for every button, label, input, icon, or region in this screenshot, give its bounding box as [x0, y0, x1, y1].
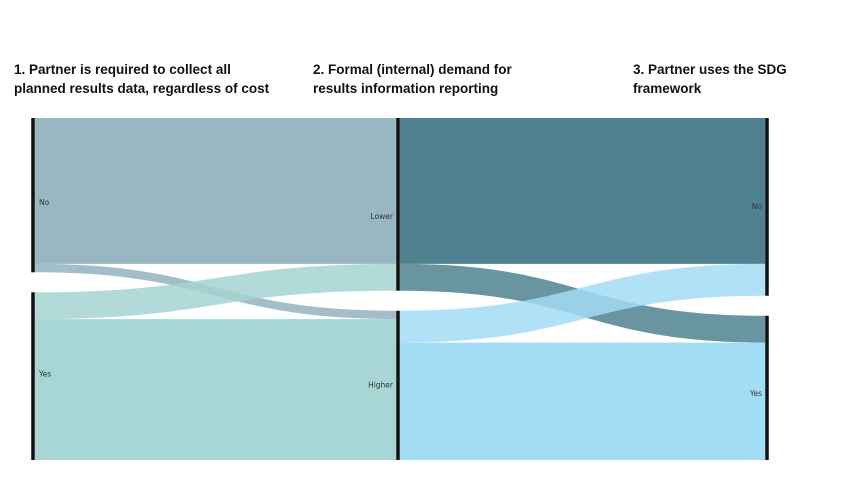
column-heading-2: 2. Formal (internal) demand for results …	[313, 60, 512, 98]
sankey-node-label-2-0: No	[752, 202, 763, 211]
sankey-node-bar-1-0	[396, 118, 400, 291]
sankey-node-label-0-1: Yes	[38, 369, 51, 378]
column-heading-3: 3. Partner uses the SDG framework	[633, 60, 787, 98]
sankey-links	[34, 118, 766, 460]
heading-2-line-1: 2. Formal (internal) demand for	[313, 62, 512, 77]
sankey-node-bar-2-0	[765, 118, 769, 296]
heading-3-line-2: framework	[633, 81, 702, 96]
sankey-link-0-1-1	[34, 319, 397, 460]
sankey-nodes	[31, 118, 769, 460]
sankey-node-bar-1-1	[396, 310, 400, 460]
sankey-node-label-2-1: Yes	[749, 389, 762, 398]
column-heading-1: 1. Partner is required to collect all pl…	[14, 60, 269, 98]
sankey-link-0-1-0	[34, 263, 397, 320]
heading-1-line-1: 1. Partner is required to collect all	[14, 62, 231, 77]
sankey-node-bar-2-1	[765, 315, 769, 460]
heading-1-line-2: planned results data, regardless of cost	[14, 81, 270, 96]
sankey-link-0-0-0	[34, 118, 397, 264]
sankey-link-1-0-0	[399, 118, 766, 264]
sankey-node-bar-0-1	[31, 292, 35, 460]
sankey-node-label-1-1: Higher	[368, 381, 394, 390]
sankey-link-1-1-0	[399, 263, 766, 343]
heading-2-line-2: results information reporting	[313, 81, 499, 96]
sankey-node-bar-0-0	[31, 118, 35, 273]
heading-3-line-1: 3. Partner uses the SDG	[633, 62, 787, 77]
sankey-node-label-0-0: No	[39, 198, 50, 207]
sankey-node-label-1-0: Lower	[371, 212, 394, 221]
sankey-link-1-1-1	[399, 342, 766, 460]
